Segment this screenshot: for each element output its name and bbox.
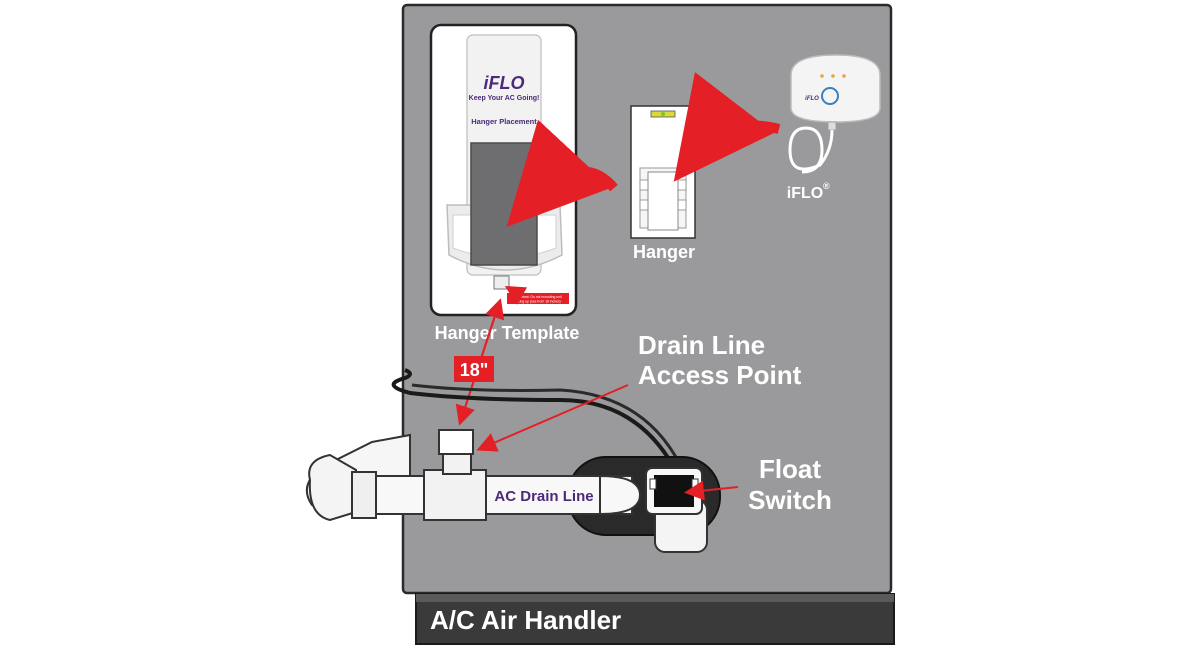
template-warning-box [507,293,569,304]
drain-access-cap [438,429,474,455]
template-note-line2: facing up (see from 18 inches) [515,300,561,304]
template-brand: iFLO [484,73,525,93]
iflo-label: iFLO [787,185,823,202]
distance-badge [454,356,494,382]
float-switch-cable [391,368,680,476]
drain-access-label-line2: Access Point [638,360,802,390]
drain-tee [423,429,487,521]
distance-label: 18" [460,360,489,380]
curved-arrow-icon [506,119,618,227]
template-tagline: Keep Your AC Going! [469,95,540,102]
float-switch [645,467,708,553]
footer-label: A/C Air Handler [430,605,621,635]
air-handler-footer: A/C Air Handler [415,593,895,645]
drain-pipe [351,475,633,515]
template-placement: Hanger Placement [471,117,537,126]
float-switch-label-line1: Float [759,454,821,484]
iflo-device: iFLO [790,54,881,131]
template-post [493,275,510,290]
device-brand: iFLO [805,96,819,102]
curved-arrow-icon [673,72,781,182]
ac-drain-line-label: AC Drain Line [494,488,593,505]
float-switch-arrow [684,480,739,501]
hanger-template-label: Hanger Template [435,323,580,343]
float-switch-label-line2: Switch [748,485,832,515]
hanger [630,105,696,239]
template-note-arrow [504,285,528,305]
hanger-template: iFLO Keep Your AC Going! Hanger Placemen… [429,23,578,317]
template-note-line1: Important: Do not mounting unit [514,295,562,299]
drain-access-label-line1: Drain Line [638,330,765,360]
drain-access-arrow [476,384,629,452]
iflo-swirl-logo-icon [821,87,839,105]
hanger-label: Hanger [633,242,695,262]
iflo-cable [788,126,834,174]
float-switch-cable-inner [411,383,687,476]
iflo-registered-mark: ® [823,181,830,191]
